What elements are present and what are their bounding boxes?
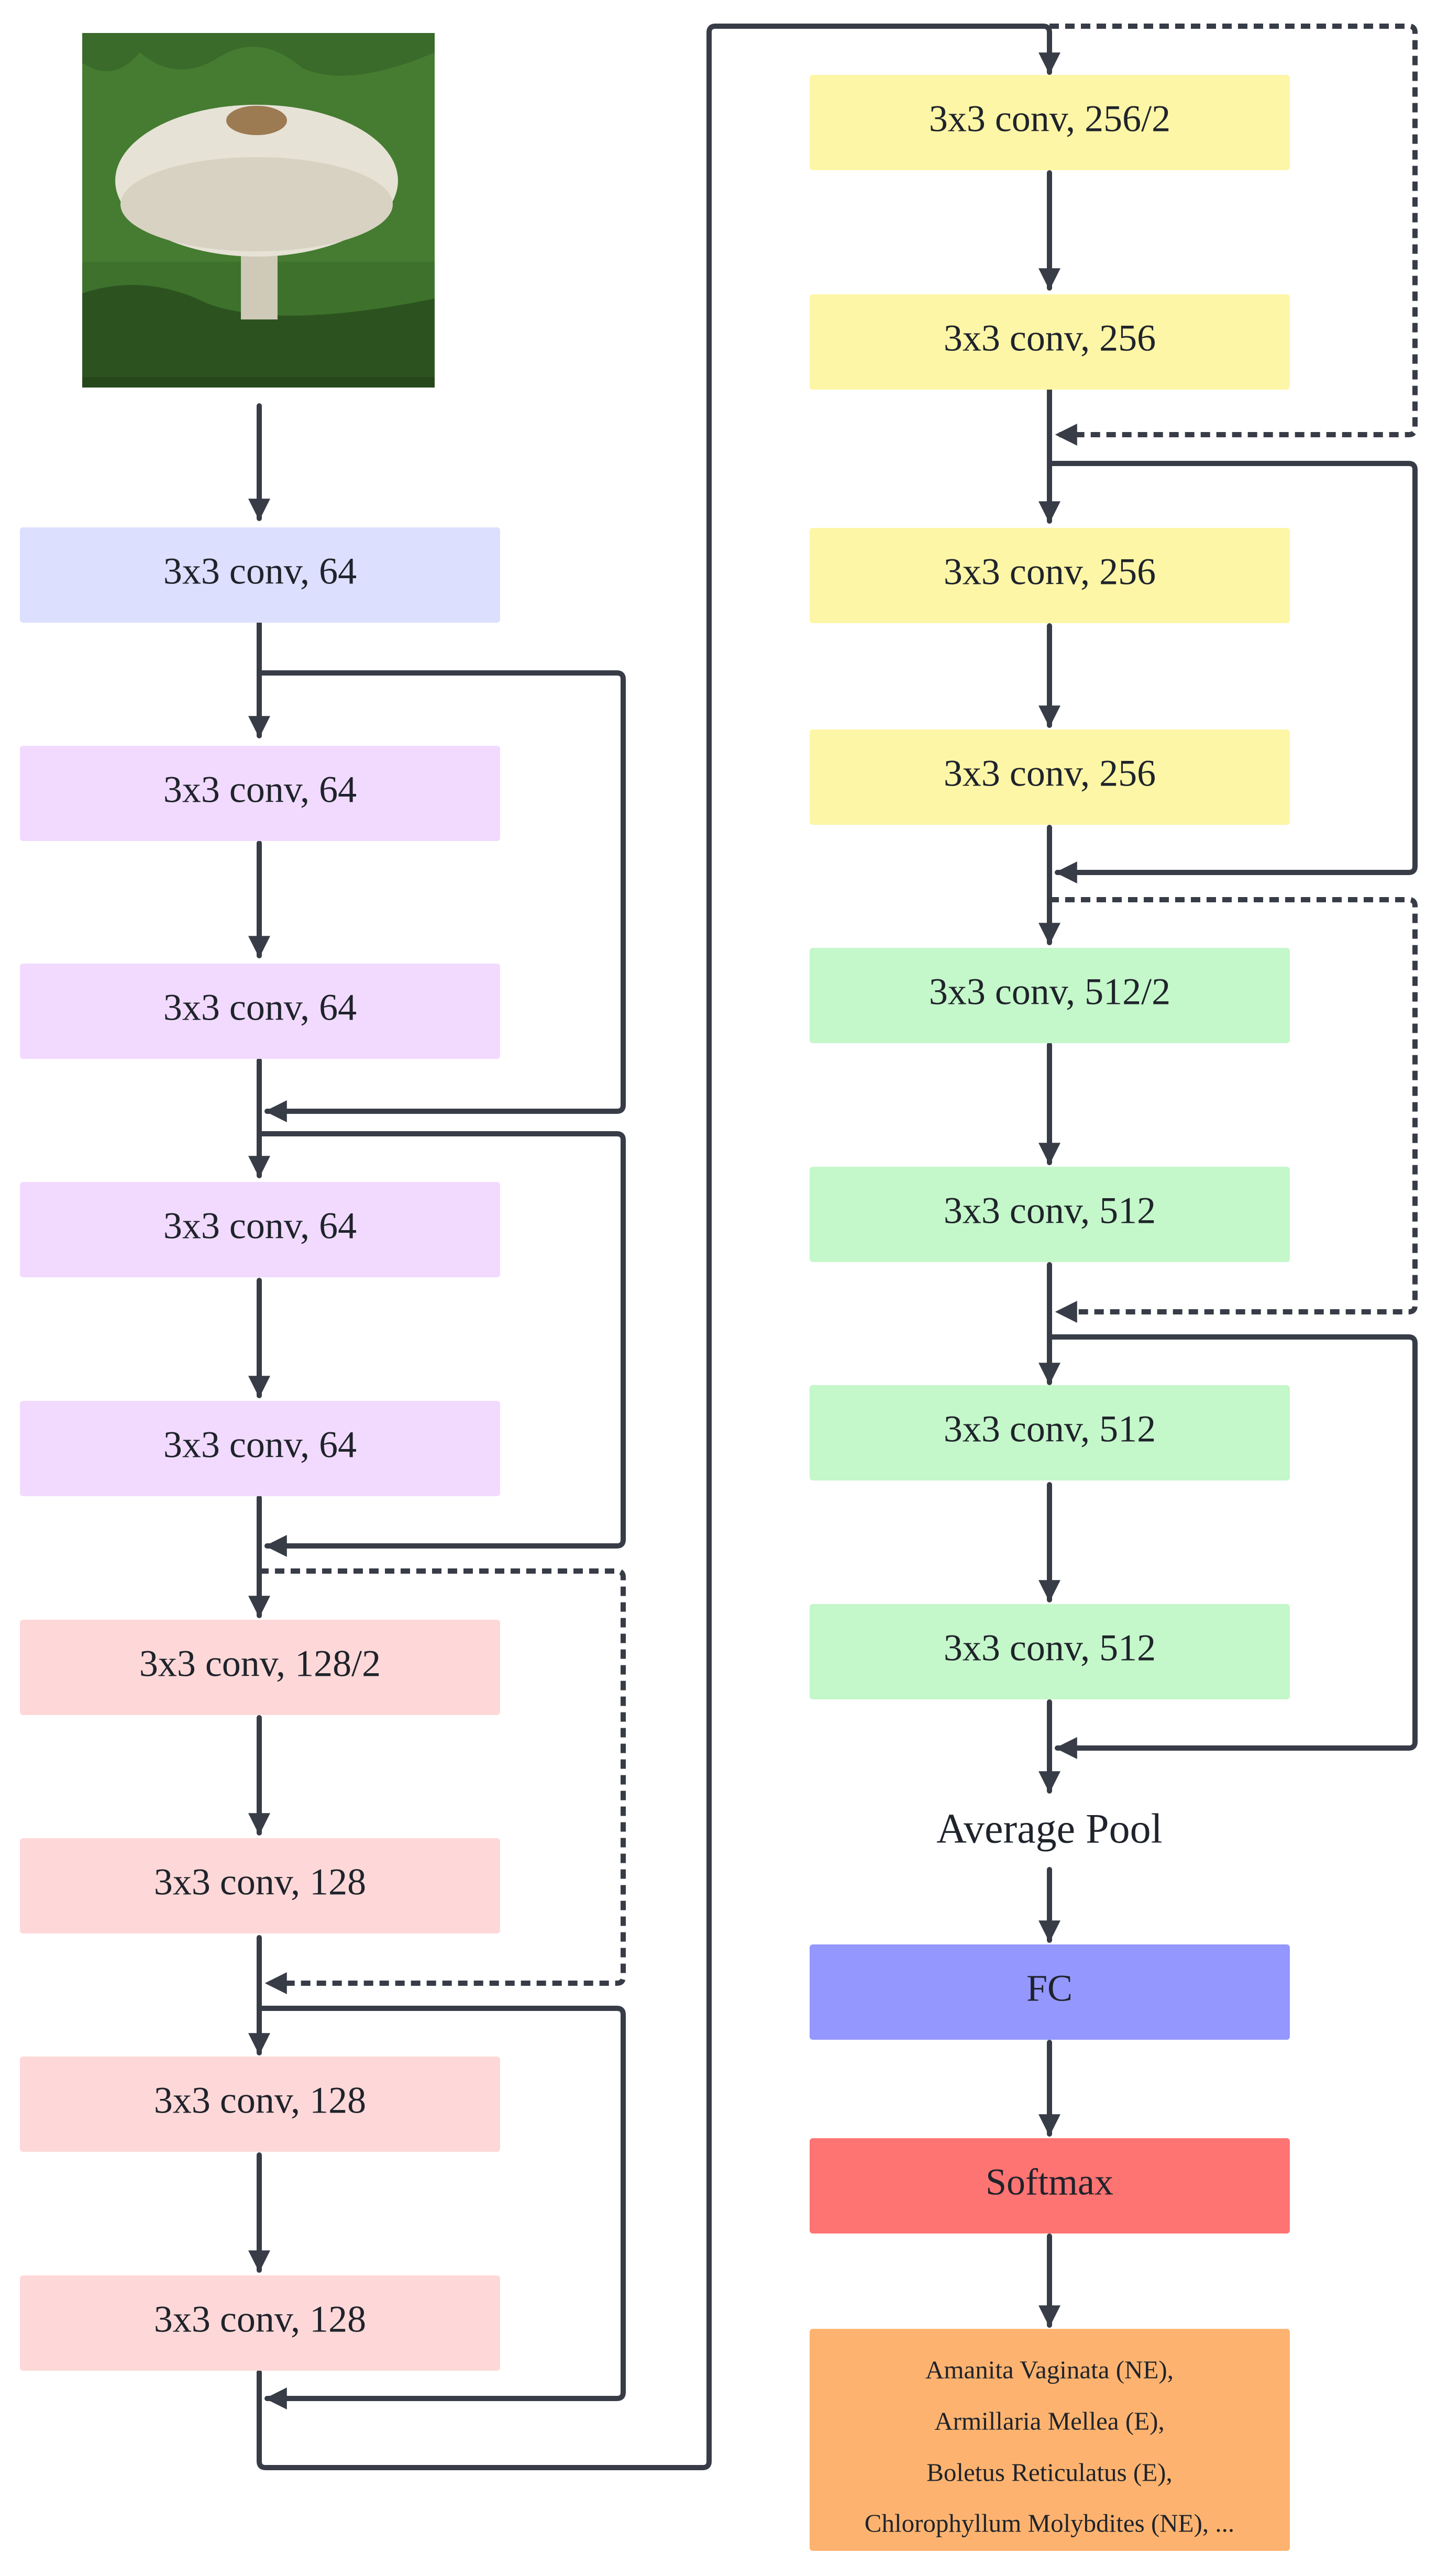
conv-layer-box bbox=[20, 1620, 500, 1715]
conv-layer-box bbox=[810, 729, 1290, 825]
conv-layer-label: 3x3 conv, 256 bbox=[944, 753, 1156, 794]
skip-connections-dashed bbox=[259, 24, 1418, 1994]
conv-layer: 3x3 conv, 256 bbox=[810, 729, 1290, 825]
conv-layer: 3x3 conv, 128 bbox=[20, 2275, 500, 2371]
conv-layer-box bbox=[20, 2275, 500, 2371]
conv-layer-box bbox=[20, 1838, 500, 1933]
conv-layer-label: 3x3 conv, 512 bbox=[944, 1627, 1156, 1669]
conv-layer: 3x3 conv, 128 bbox=[20, 1838, 500, 1933]
conv-layer-label: 3x3 conv, 128 bbox=[154, 2080, 366, 2121]
conv-layer-box bbox=[810, 294, 1290, 390]
conv-layer: 3x3 conv, 64 bbox=[20, 1401, 500, 1496]
conv-layer-label: 3x3 conv, 256/2 bbox=[929, 98, 1170, 140]
input-image bbox=[82, 33, 435, 388]
conv-layer: 3x3 conv, 256/2 bbox=[810, 75, 1290, 170]
output-box bbox=[810, 2329, 1290, 2551]
output-class-line: Boletus Reticulatus (E), bbox=[926, 2458, 1173, 2486]
conv-layer: 3x3 conv, 512/2 bbox=[810, 948, 1290, 1043]
output-classes: Amanita Vaginata (NE), Armillaria Mellea… bbox=[810, 2329, 1290, 2551]
fc-layer: FC bbox=[810, 1944, 1290, 2040]
conv-layer: 3x3 conv, 256 bbox=[810, 528, 1290, 623]
conv-layer-box bbox=[20, 1401, 500, 1496]
conv-layer: 3x3 conv, 64 bbox=[20, 964, 500, 1059]
conv-layer-box bbox=[20, 527, 500, 623]
conv-layer: 3x3 conv, 256 bbox=[810, 294, 1290, 390]
conv-layer-label: 3x3 conv, 512/2 bbox=[929, 971, 1170, 1013]
conv-layer-box bbox=[20, 1182, 500, 1277]
conv-layer-box bbox=[810, 1385, 1290, 1480]
conv-layer-label: 3x3 conv, 128 bbox=[154, 2298, 366, 2340]
conv-layer: 3x3 conv, 512 bbox=[810, 1385, 1290, 1480]
conv-layer-label: 3x3 conv, 128 bbox=[154, 1861, 366, 1903]
conv-layer-label: 3x3 conv, 64 bbox=[163, 1205, 357, 1247]
softmax-label: Softmax bbox=[986, 2161, 1113, 2203]
output-class-line: Armillaria Mellea (E), bbox=[934, 2406, 1164, 2435]
conv-layer-label: 3x3 conv, 512 bbox=[944, 1190, 1156, 1232]
fc-label: FC bbox=[1026, 1967, 1073, 2009]
softmax-layer: Softmax bbox=[810, 2138, 1290, 2234]
conv-layer-label: 3x3 conv, 64 bbox=[163, 769, 357, 811]
conv-layer-label: 3x3 conv, 128/2 bbox=[139, 1643, 381, 1685]
conv-layer-box bbox=[810, 1167, 1290, 1262]
conv-layer-label: 3x3 conv, 64 bbox=[163, 1424, 357, 1466]
left-column-layers: 3x3 conv, 64 3x3 conv, 64 3x3 conv, 64 3x3 … bbox=[20, 527, 500, 2371]
right-column-layers: 3x3 conv, 256/2 3x3 conv, 256 3x3 conv, 25… bbox=[810, 75, 1290, 1699]
skip-connections-solid bbox=[248, 24, 1418, 2470]
average-pool-label: Average Pool bbox=[936, 1806, 1163, 1852]
softmax-box bbox=[810, 2138, 1290, 2234]
conv-layer-label: 3x3 conv, 512 bbox=[944, 1408, 1156, 1450]
conv-layer: 3x3 conv, 64 bbox=[20, 527, 500, 623]
conv-layer: 3x3 conv, 64 bbox=[20, 746, 500, 841]
conv-layer-label: 3x3 conv, 256 bbox=[944, 551, 1156, 593]
output-class-line: Amanita Vaginata (NE), bbox=[925, 2355, 1174, 2384]
conv-layer: 3x3 conv, 64 bbox=[20, 1182, 500, 1277]
conv-layer-label: 3x3 conv, 256 bbox=[944, 317, 1156, 359]
conv-layer-box bbox=[810, 1604, 1290, 1699]
conv-layer: 3x3 conv, 128/2 bbox=[20, 1620, 500, 1715]
conv-layer: 3x3 conv, 512 bbox=[810, 1167, 1290, 1262]
conv-layer-box bbox=[20, 746, 500, 841]
conv-layer-box bbox=[20, 964, 500, 1059]
fc-box bbox=[810, 1944, 1290, 2040]
conv-layer-label: 3x3 conv, 64 bbox=[163, 987, 357, 1029]
conv-layer-box bbox=[20, 2057, 500, 2152]
conv-layer-box bbox=[810, 75, 1290, 170]
conv-layer: 3x3 conv, 128 bbox=[20, 2057, 500, 2152]
conv-layer-label: 3x3 conv, 64 bbox=[163, 550, 357, 592]
conv-layer-box bbox=[810, 528, 1290, 623]
conv-layer: 3x3 conv, 512 bbox=[810, 1604, 1290, 1699]
output-class-line: Chlorophyllum Molybdites (NE), ... bbox=[865, 2508, 1234, 2537]
conv-layer-box bbox=[810, 948, 1290, 1043]
